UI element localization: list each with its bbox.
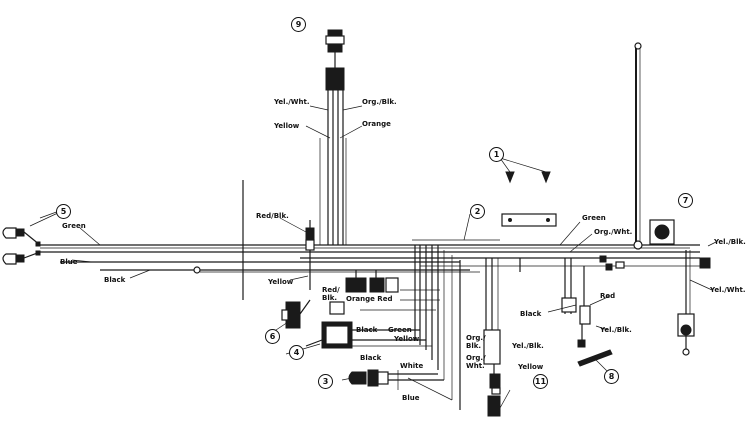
label-green-left: Green bbox=[62, 222, 86, 230]
label-black-low: Black bbox=[360, 354, 382, 362]
center-bundle bbox=[414, 245, 501, 410]
label-black-right: Black bbox=[520, 310, 542, 318]
label-blue-left: Blue bbox=[60, 258, 78, 266]
callout-9: 9 bbox=[291, 17, 306, 32]
label-yel-blk-mid: Yel./Blk. bbox=[512, 342, 544, 350]
label-red-blk-mid: Red/ Blk. bbox=[322, 286, 340, 302]
label-red-right: Red bbox=[600, 292, 616, 300]
callout-1: 1 bbox=[489, 147, 504, 162]
item-7-connector bbox=[649, 219, 675, 245]
label-yellow-right: Yellow bbox=[518, 363, 544, 371]
callout-3: 3 bbox=[318, 374, 333, 389]
callout-8: 8 bbox=[604, 369, 619, 384]
callout-2: 2 bbox=[470, 204, 485, 219]
callout-6: 6 bbox=[265, 329, 280, 344]
label-white-low: White bbox=[400, 362, 424, 370]
item-6-connector bbox=[275, 299, 311, 331]
item-8-tool bbox=[577, 349, 613, 373]
label-black-mid: Black bbox=[356, 326, 378, 334]
item-1-screws bbox=[499, 157, 551, 184]
left-headlights bbox=[2, 209, 201, 274]
label-blue-low: Blue bbox=[402, 394, 420, 402]
label-green-right: Green bbox=[582, 214, 606, 222]
label-red-blk-left: Red/Blk. bbox=[256, 212, 289, 220]
callout-5: 5 bbox=[56, 204, 71, 219]
label-yellow-mid: Yellow bbox=[268, 278, 294, 286]
main-harness bbox=[40, 244, 700, 273]
item-2-bracket bbox=[412, 213, 557, 241]
mid-components bbox=[305, 220, 440, 349]
label-green-mid: Green bbox=[388, 326, 412, 334]
label-yel-blk-right: Yel./Blk. bbox=[714, 238, 746, 246]
right-post bbox=[633, 42, 643, 250]
label-org-wht-right: Org./Wht. bbox=[594, 228, 633, 236]
callout-11: 11 bbox=[533, 374, 548, 389]
label-yel-wht: Yel./Wht. bbox=[274, 98, 310, 106]
label-yellow-top: Yellow bbox=[274, 122, 300, 130]
label-org-wht-mid: Org./ Wht. bbox=[466, 354, 486, 370]
callout-7: 7 bbox=[678, 193, 693, 208]
item-3-plug bbox=[341, 369, 453, 401]
label-orange-red: Orange Red bbox=[346, 295, 393, 303]
label-black-left: Black bbox=[104, 276, 126, 284]
label-yellow-mid2: Yellow bbox=[394, 335, 420, 343]
right-harness bbox=[519, 241, 717, 356]
item-11-connector bbox=[487, 364, 511, 417]
label-orange-top: Orange bbox=[362, 120, 391, 128]
label-yel-blk-right2: Yel./Blk. bbox=[600, 326, 632, 334]
top-switch-assembly bbox=[305, 29, 363, 245]
callout-4: 4 bbox=[289, 345, 304, 360]
label-org-blk-top: Org./Blk. bbox=[362, 98, 397, 106]
label-org-blk-mid: Org./ Blk. bbox=[466, 334, 486, 350]
label-yel-wht-right: Yel./Wht. bbox=[710, 286, 746, 294]
